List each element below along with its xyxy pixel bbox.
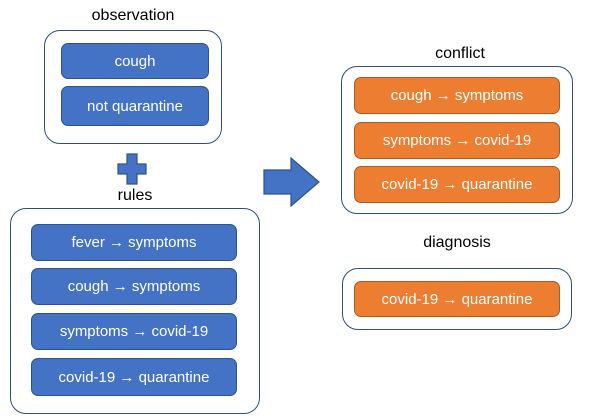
conflict-title: conflict (435, 45, 485, 62)
observation-title: observation (91, 7, 175, 24)
rule-item-symptoms-covid: symptoms → covid-19 (31, 313, 237, 350)
diagnosis-title: diagnosis (423, 234, 491, 251)
rules-title: rules (117, 187, 153, 204)
conflict-item-symptoms-covid: symptoms → covid-19 (354, 122, 560, 159)
observation-item-cough: cough (61, 43, 209, 79)
rule-item-cough-symptoms: cough → symptoms (31, 268, 237, 305)
right-arrow-icon (263, 157, 320, 207)
conflict-item-covid-quarantine: covid-19 → quarantine (354, 166, 560, 203)
rules-group: fever → symptoms cough → symptoms sympto… (10, 208, 260, 414)
diagnosis-item-covid-quarantine: covid-19 → quarantine (354, 281, 560, 317)
conflict-item-cough-symptoms: cough → symptoms (354, 77, 560, 114)
observation-item-not-quarantine: not quarantine (61, 86, 209, 126)
diagnosis-group: covid-19 → quarantine (342, 268, 572, 330)
rule-item-covid-quarantine: covid-19 → quarantine (31, 358, 237, 396)
rule-item-fever-symptoms: fever → symptoms (31, 224, 237, 261)
conflict-group: cough → symptoms symptoms → covid-19 cov… (341, 66, 573, 214)
plus-icon (117, 153, 147, 185)
observation-group: cough not quarantine (44, 30, 222, 144)
